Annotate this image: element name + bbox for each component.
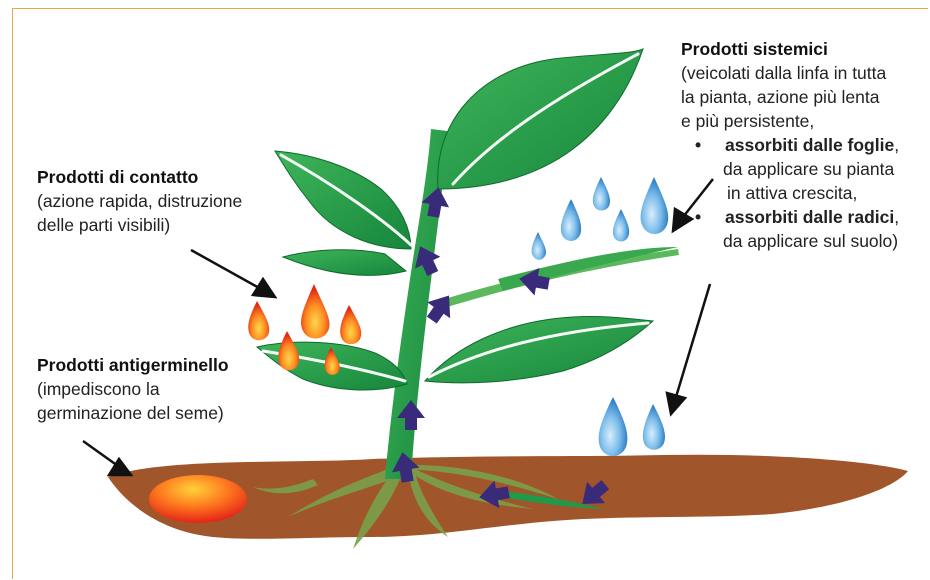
bullet1-sub-1: da applicare su pianta: [723, 157, 899, 181]
systemic-leaf-drops-icon: [532, 177, 669, 260]
bullet2-bold: assorbiti dalle radici: [725, 207, 894, 227]
systemic-title: Prodotti sistemici: [681, 37, 899, 61]
systemic-block: Prodotti sistemici (veicolati dalla linf…: [681, 37, 899, 253]
bullet-icon: •: [695, 133, 725, 157]
systemic-line-1: (veicolati dalla linfa in tutta: [681, 61, 899, 85]
antigerm-title: Prodotti antigerminello: [37, 353, 229, 377]
branch-right: [438, 249, 679, 309]
seed-icon: [149, 475, 247, 523]
contact-block: Prodotti di contatto (azione rapida, dis…: [37, 165, 242, 237]
diagram-frame: Prodotti di contatto (azione rapida, dis…: [12, 8, 928, 579]
systemic-line-2: la pianta, azione più lenta: [681, 85, 899, 109]
systemic-root-drops-icon: [599, 397, 665, 456]
leaves: [257, 49, 653, 390]
antigerm-line-2: germinazione del seme): [37, 401, 229, 425]
antigerm-line-1: (impediscono la: [37, 377, 229, 401]
antigerm-block: Prodotti antigerminello (impediscono la …: [37, 353, 229, 425]
bullet1-sub-2: in attiva crescita,: [727, 181, 899, 205]
contact-line-1: (azione rapida, distruzione: [37, 189, 242, 213]
arrow-to-contact: [253, 279, 275, 297]
contact-title: Prodotti di contatto: [37, 165, 242, 189]
bullet-icon: •: [695, 205, 725, 229]
bullet2-sub-1: da applicare sul suolo): [723, 229, 899, 253]
bullet1-bold: assorbiti dalle foglie: [725, 135, 894, 155]
systemic-line-3: e più persistente,: [681, 109, 899, 133]
contact-line-2: delle parti visibili): [37, 213, 242, 237]
